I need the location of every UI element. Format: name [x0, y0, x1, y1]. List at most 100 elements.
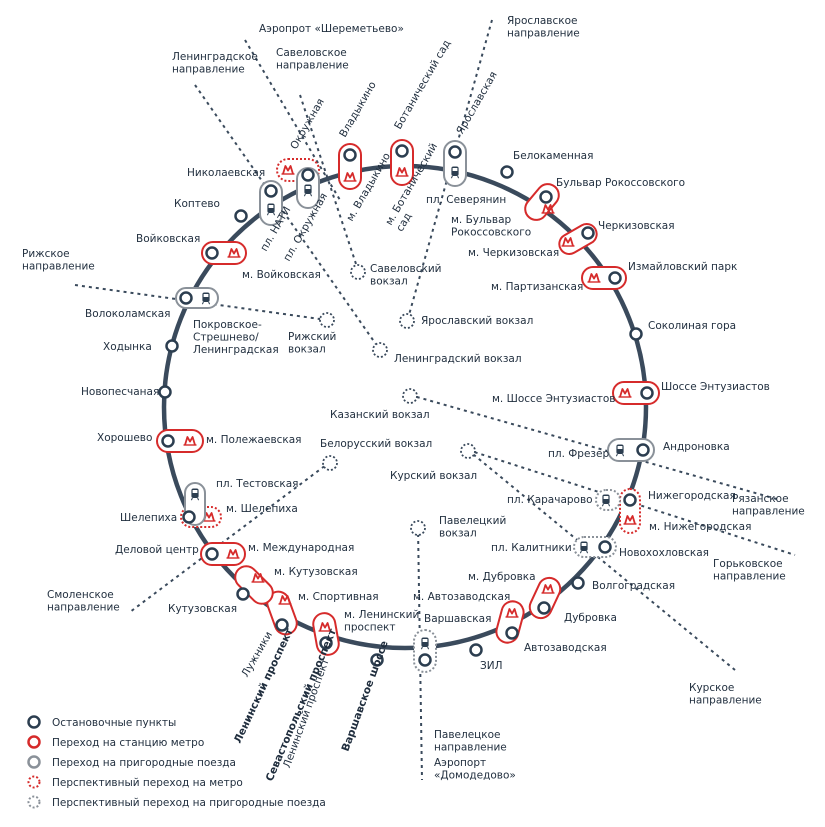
stop-koptevo — [234, 209, 248, 223]
label-pl-kalitniki: пл. Калитники — [491, 542, 572, 554]
stop-krymskaya — [370, 653, 384, 667]
label-koptevo: Коптево — [174, 198, 220, 210]
label-m-avtozavodskaya: м. Автозаводская — [413, 591, 510, 603]
label-domodedovo: Аэропорт«Домодедово» — [434, 757, 516, 782]
stop-verkhnie-kotly — [418, 653, 432, 667]
legend-rail-marker — [27, 755, 41, 769]
label-m-partizanskaya: м. Партизанская — [491, 281, 583, 293]
leningradsky-marker — [372, 342, 388, 358]
label-avtozavodskaya: Автозаводская — [524, 642, 607, 654]
label-m-mezhdunarodnaya: м. Международная — [248, 542, 354, 554]
stop-zorge — [158, 385, 172, 399]
label-shelepikha: Шелепиха — [120, 512, 177, 524]
label-m-cherkizovskaya: м. Черкизовская — [468, 247, 559, 259]
label-shosse: Шоссе Энтузиастов — [661, 381, 770, 393]
legend-stop-label: Остановочные пункты — [52, 717, 176, 729]
label-m-dubrovka: м. Дубровка — [468, 571, 536, 583]
label-novokhokhlovskaya: Новохохловская — [619, 547, 709, 559]
legend-rail-label: Переход на пригородные поезда — [52, 757, 236, 769]
label-baltiyskaya: Войковская — [136, 233, 200, 245]
stop-dubrovka — [537, 601, 551, 615]
stop-vladykino — [343, 148, 357, 162]
stop-okruzhnaya — [301, 168, 315, 182]
stop-bulvar — [539, 190, 553, 204]
stop-khoroshevo — [161, 434, 175, 448]
label-izmaylovo: Измайловский парк — [628, 261, 737, 273]
stop-likhobory — [264, 184, 278, 198]
label-nizhegorodskaya: Нижегородская — [648, 490, 736, 502]
label-pl-frezer: пл. Фрезер — [548, 448, 609, 460]
label-pl-testovskaya: пл. Тестовская — [216, 478, 299, 490]
stop-rostokino — [448, 145, 462, 159]
label-leningradsky: Ленинградский вокзал — [394, 353, 522, 365]
stop-shelepikha — [182, 510, 196, 524]
label-kutuzovskaya: Кутузовская — [168, 603, 237, 615]
label-vladykino: Владыкино — [337, 79, 379, 139]
stop-botanic — [395, 144, 409, 158]
savelovsky-marker — [350, 264, 366, 280]
label-gagarina: Ленинский проспект — [281, 657, 332, 770]
stop-belokamennaya — [500, 165, 514, 179]
label-bulvar: Бульвар Рокоссовского — [556, 177, 685, 189]
label-khoroshevo: Хорошево — [97, 432, 152, 444]
kurskoe-line — [467, 449, 736, 671]
label-zorge: Новопесчаная — [81, 386, 159, 398]
legend: Остановочные пункты Переход на станцию м… — [27, 715, 326, 809]
label-rostokino: Ярославская — [454, 70, 500, 137]
label-delovoy: Деловой центр — [115, 544, 199, 556]
stop-delovoy — [205, 547, 219, 561]
label-road-varshavskoe: Варшавское шоссе — [340, 639, 391, 753]
label-andronovka: Андроновка — [663, 441, 730, 453]
stop-novokhokhlovskaya — [598, 540, 612, 554]
stop-ugreshskaya — [571, 576, 585, 590]
stop-zil — [469, 643, 483, 657]
stop-luzhniki — [275, 618, 289, 632]
stop-panfilovskaya — [165, 339, 179, 353]
label-verkhnie-kotly: Варшавская — [424, 613, 491, 625]
legend-metro-future-label: Перспективный переход на метро — [52, 777, 243, 789]
savelovskoe-line — [299, 94, 359, 271]
stop-avtozavodskaya — [505, 626, 519, 640]
label-pl-karacharovo: пл. Карачарово — [507, 494, 593, 506]
label-kursky: Курский вокзал — [390, 470, 477, 482]
label-m-kutuzovskaya: м. Кутузовская — [274, 566, 358, 578]
label-streshnevo: Волоколамская — [85, 308, 170, 320]
label-m-voykovskaya: м. Войковская — [242, 269, 321, 281]
label-belokamennaya: Белокаменная — [513, 150, 593, 162]
label-zil: ЗИЛ — [480, 660, 502, 672]
rizhsky-marker — [319, 312, 335, 328]
stop-lokomotiv — [581, 226, 595, 240]
stop-andronovka — [636, 443, 650, 457]
ryazanskoe-line — [409, 394, 781, 501]
kazansky-marker — [402, 388, 418, 404]
yaroslavsky-marker — [399, 313, 415, 329]
label-belorussky: Белорусский вокзал — [320, 438, 432, 450]
legend-metro-future-marker — [27, 775, 41, 789]
label-yaroslavsky: Ярославский вокзал — [421, 315, 533, 327]
label-m-shosse: м. Шоссе Энтузиастов — [492, 393, 615, 405]
stop-sokolinaya — [629, 327, 643, 341]
stop-shosse — [640, 386, 654, 400]
label-pl-severyanin: пл. Северянин — [426, 194, 506, 206]
stop-baltiyskaya — [205, 246, 219, 260]
label-botanic: Ботанический сад — [392, 38, 453, 132]
legend-stop-marker — [27, 715, 41, 729]
label-ugreshskaya: Волгоградская — [592, 580, 675, 592]
vokzal-markers — [319, 264, 476, 536]
sheremetyevo-line — [244, 39, 341, 201]
paveletsky-marker — [410, 520, 426, 536]
